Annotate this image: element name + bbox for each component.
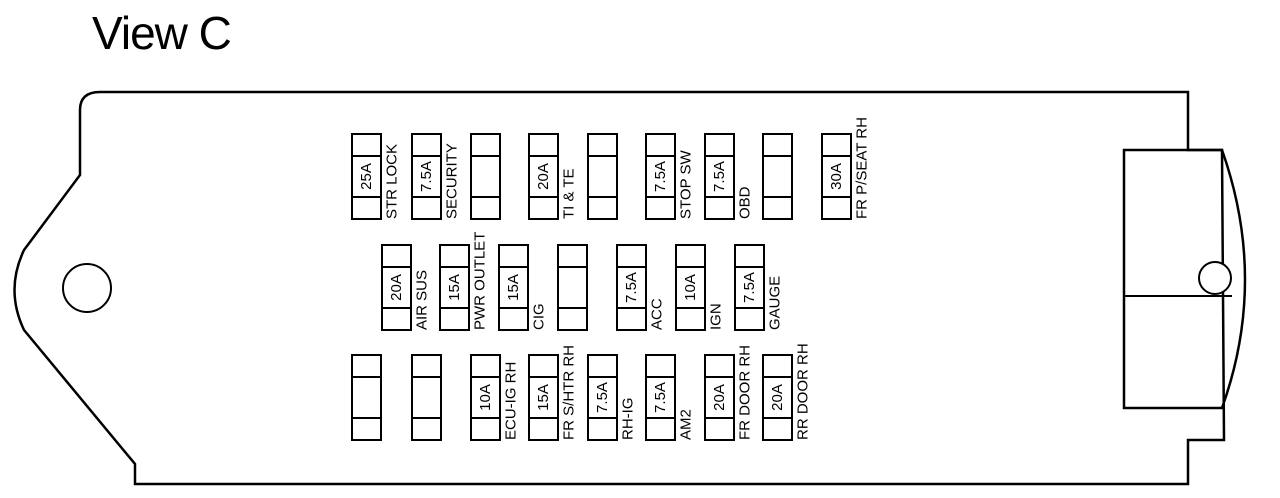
fuse-rating: 30A <box>828 163 845 190</box>
fuse-r3c7: 20A FR DOOR RH <box>704 345 754 441</box>
fuse-label: RR DOOR RH <box>795 343 812 440</box>
fuse-r3c4: 15A FR S/HTR RH <box>528 345 578 441</box>
fuse-slot <box>704 133 735 220</box>
fuse-slot <box>734 244 765 331</box>
fuse-slot <box>645 133 676 220</box>
fuse-label: SECURITY <box>444 143 461 219</box>
fuse-rating: 15A <box>446 274 463 301</box>
fuse-slot <box>616 244 647 331</box>
fuse-label: ECU-IG RH <box>503 362 520 440</box>
fuse-r2c3: 15A CIG <box>498 244 548 331</box>
fuse-slot <box>557 244 588 331</box>
fuse-r1c2: 7.5A SECURITY <box>411 133 461 220</box>
fuse-r2c4 <box>557 244 588 331</box>
fuse-slot <box>762 354 793 441</box>
fuse-r1c3 <box>470 133 501 220</box>
fuse-slot <box>439 244 470 331</box>
fuse-rating: 20A <box>711 384 728 411</box>
fuse-slot <box>528 354 559 441</box>
view-title: View C <box>92 7 232 59</box>
fuse-label: ACC <box>649 298 666 330</box>
fuse-label: FR S/HTR RH <box>561 345 578 440</box>
fuse-r2c1: 20A AIR SUS <box>381 244 431 331</box>
fuse-label: IGN <box>708 303 725 330</box>
fuse-r3c8: 20A RR DOOR RH <box>762 343 812 441</box>
fuse-slot <box>381 244 412 331</box>
fuse-slot <box>675 244 706 331</box>
fuse-label: RH-IG <box>620 398 637 441</box>
fuse-r1c8 <box>762 133 793 220</box>
fuse-r1c9: 30A FR P/SEAT RH <box>821 117 871 220</box>
fuse-rating: 20A <box>535 163 552 190</box>
fuse-r1c6: 7.5A STOP SW <box>645 133 695 220</box>
fuse-label: STR LOCK <box>384 144 401 219</box>
fuse-label: FR P/SEAT RH <box>854 117 871 219</box>
fuse-slot <box>498 244 529 331</box>
fuse-r2c5: 7.5A ACC <box>616 244 666 331</box>
fuse-label: AIR SUS <box>414 270 431 330</box>
fuse-box-outline <box>13 90 1226 486</box>
fuse-label: PWR OUTLET <box>472 232 489 330</box>
fuse-r3c5: 7.5A RH-IG <box>587 354 637 441</box>
fuse-slot <box>470 133 501 220</box>
fuse-slot <box>762 133 793 220</box>
fuse-rating: 7.5A <box>741 272 758 303</box>
connector-block <box>1122 148 1247 410</box>
fuse-label: GAUGE <box>767 276 784 330</box>
fuse-r1c7: 7.5A OBD <box>704 133 754 220</box>
fuse-rating: 20A <box>769 384 786 411</box>
fuse-slot <box>351 133 382 220</box>
mounting-hole-left <box>62 263 112 313</box>
fuse-rating: 25A <box>358 163 375 190</box>
fuse-rating: 15A <box>535 384 552 411</box>
fuse-slot <box>470 354 501 441</box>
fuse-label: AM2 <box>678 409 695 440</box>
fuse-r2c6: 10A IGN <box>675 244 725 331</box>
fuse-rating: 7.5A <box>623 272 640 303</box>
fuse-slot <box>411 133 442 220</box>
fuse-layer: 25A STR LOCK 7.5A SECURITY 20A TI & TE 7.5A STO… <box>351 117 871 441</box>
fuse-slot <box>351 354 382 441</box>
fuse-rating: 7.5A <box>418 161 435 192</box>
fuse-r1c5 <box>587 133 618 220</box>
fuse-r3c6: 7.5A AM2 <box>645 354 695 441</box>
fuse-label: FR DOOR RH <box>737 345 754 440</box>
fuse-rating: 7.5A <box>711 161 728 192</box>
fuse-label: TI & TE <box>561 168 578 219</box>
fuse-slot <box>587 354 618 441</box>
fuse-r3c3: 10A ECU-IG RH <box>470 354 520 441</box>
fuse-r2c7: 7.5A GAUGE <box>734 244 784 331</box>
mounting-hole-right <box>1198 261 1232 295</box>
fuse-slot <box>645 354 676 441</box>
fuse-label: CIG <box>531 303 548 330</box>
fuse-label: OBD <box>737 186 754 219</box>
fuse-r1c4: 20A TI & TE <box>528 133 578 220</box>
fuse-slot <box>587 133 618 220</box>
fuse-rating: 7.5A <box>652 382 669 413</box>
fuse-slot <box>411 354 442 441</box>
fuse-slot <box>821 133 852 220</box>
fuse-rating: 15A <box>505 274 522 301</box>
fuse-rating: 20A <box>388 274 405 301</box>
fuse-label: STOP SW <box>678 150 695 219</box>
fuse-r2c2: 15A PWR OUTLET <box>439 232 489 331</box>
fuse-r1c1: 25A STR LOCK <box>351 133 401 220</box>
fuse-slot <box>704 354 735 441</box>
fuse-rating: 7.5A <box>594 382 611 413</box>
fuse-r3c1 <box>351 354 382 441</box>
fuse-slot <box>528 133 559 220</box>
fuse-rating: 10A <box>477 384 494 411</box>
fuse-r3c2 <box>411 354 442 441</box>
fuse-rating: 7.5A <box>652 161 669 192</box>
fuse-rating: 10A <box>682 274 699 301</box>
